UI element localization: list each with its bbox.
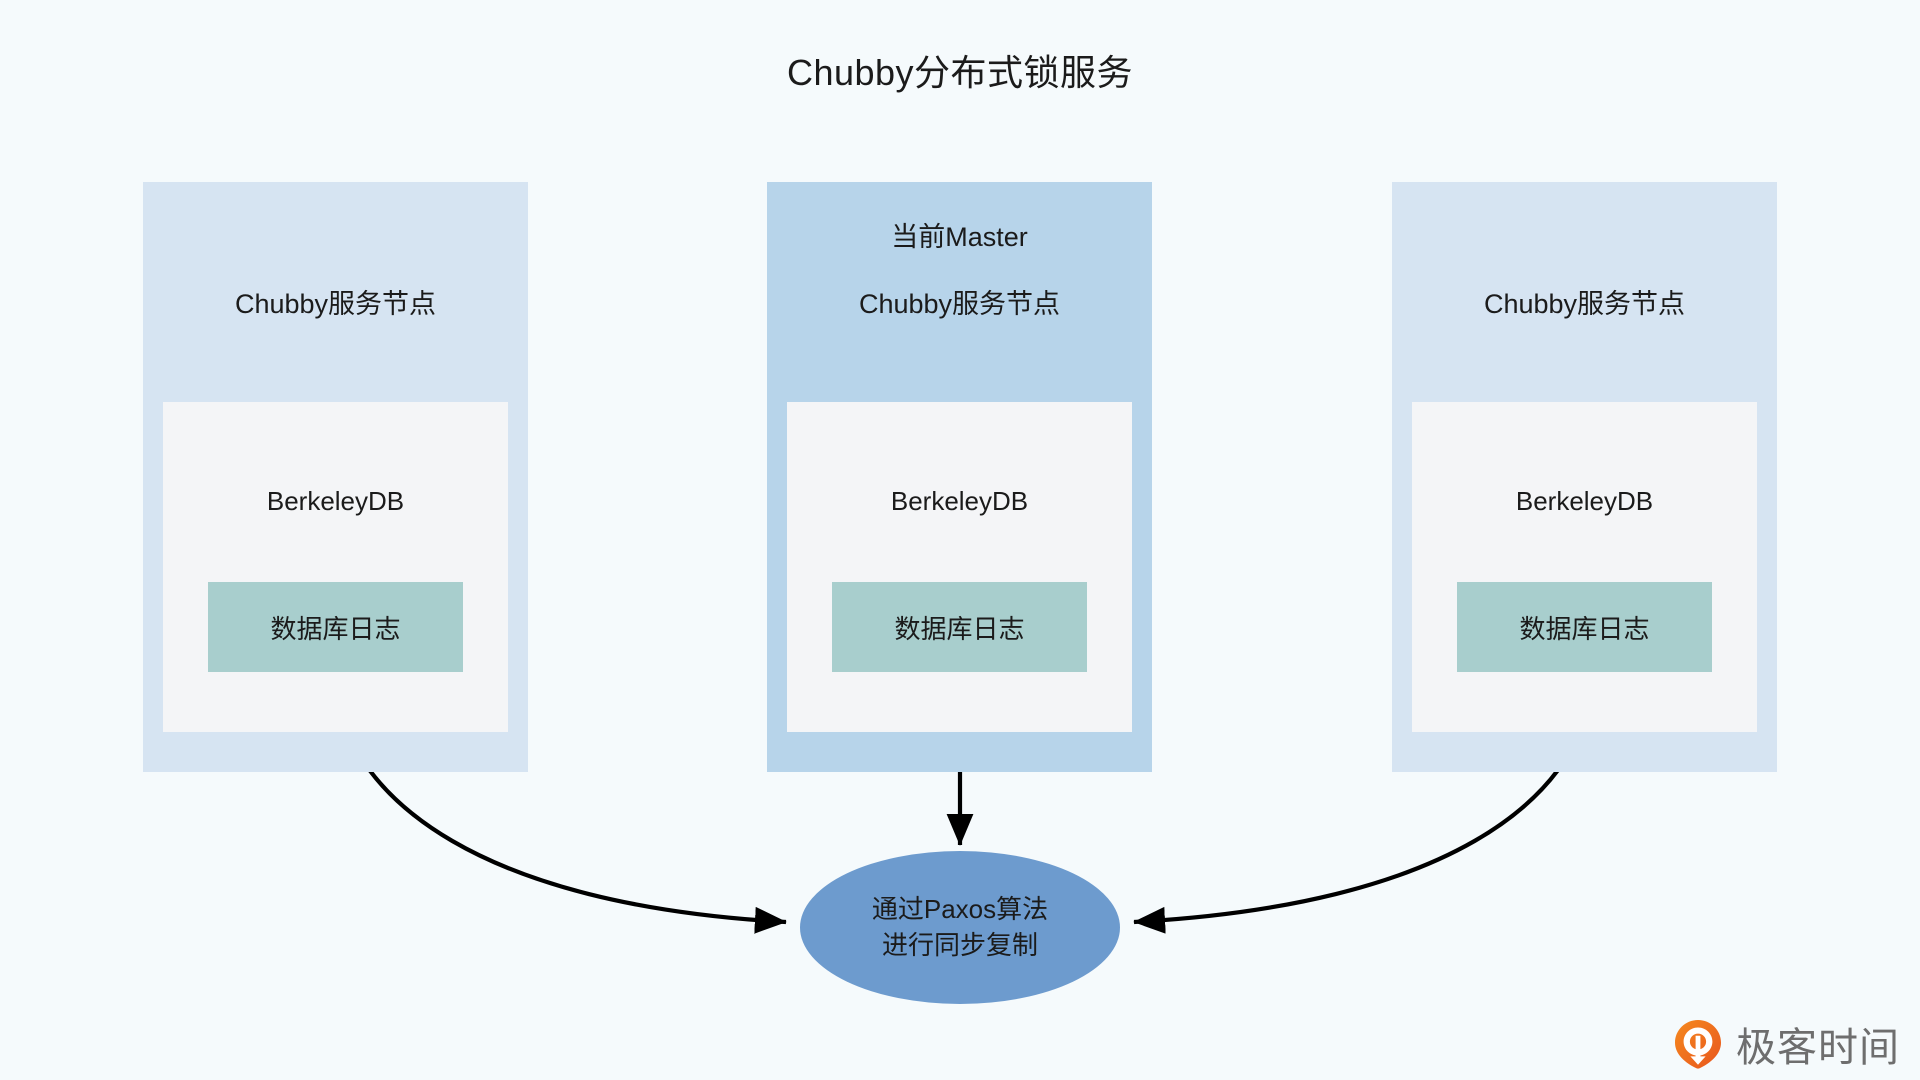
db-log-box-left[interactable]: 数据库日志 — [208, 582, 463, 672]
db-log-label-master: 数据库日志 — [894, 613, 1025, 644]
watermark: 极客时间 — [1672, 1015, 1900, 1073]
berkeleydb-label-master: BerkeleyDB — [890, 486, 1029, 516]
node-title-right: Chubby服务节点 — [1483, 289, 1686, 319]
chubby-node-right[interactable]: Chubby服务节点 BerkeleyDB 数据库日志 — [1392, 182, 1777, 772]
paxos-sync-node[interactable]: 通过Paxos算法 进行同步复制 — [800, 851, 1120, 1004]
node-title-left: Chubby服务节点 — [234, 289, 437, 319]
berkeleydb-box-left: BerkeleyDB 数据库日志 — [163, 402, 508, 732]
page-title: Chubby分布式锁服务 — [786, 52, 1134, 93]
geekbang-logo-icon — [1675, 1020, 1721, 1069]
db-log-label-left: 数据库日志 — [270, 613, 401, 644]
berkeleydb-label-right: BerkeleyDB — [1515, 486, 1654, 516]
chubby-node-master[interactable]: 当前Master Chubby服务节点 BerkeleyDB 数据库日志 — [767, 182, 1152, 772]
berkeleydb-box-master: BerkeleyDB 数据库日志 — [787, 402, 1132, 732]
master-badge-label: 当前Master — [891, 222, 1028, 252]
berkeleydb-box-right: BerkeleyDB 数据库日志 — [1412, 402, 1757, 732]
paxos-label-line2: 进行同步复制 — [881, 929, 1038, 960]
db-log-box-right[interactable]: 数据库日志 — [1457, 582, 1712, 672]
watermark-text: 极客时间 — [1736, 1026, 1900, 1070]
chubby-node-left[interactable]: Chubby服务节点 BerkeleyDB 数据库日志 — [143, 182, 528, 772]
berkeleydb-label-left: BerkeleyDB — [266, 486, 405, 516]
db-log-box-master[interactable]: 数据库日志 — [832, 582, 1087, 672]
db-log-label-right: 数据库日志 — [1519, 613, 1650, 644]
paxos-label-line1: 通过Paxos算法 — [871, 893, 1049, 924]
node-title-master: Chubby服务节点 — [858, 289, 1061, 319]
